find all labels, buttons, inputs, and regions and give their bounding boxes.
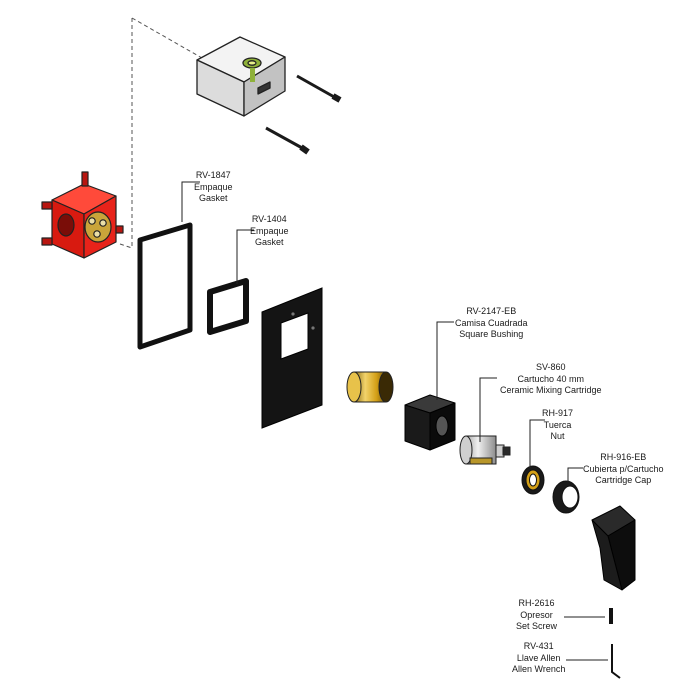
part-code: RV-1404	[251, 214, 287, 224]
lever-handle	[591, 505, 636, 591]
part-name-spanish: Empaque	[194, 181, 233, 192]
part-name-english: Nut	[550, 431, 565, 441]
part-code: RH-2616	[518, 598, 555, 608]
part-code: RV-1847	[195, 170, 231, 180]
square-bushing	[404, 394, 456, 451]
label-rv-2147-eb: RV-2147-EB Camisa Cuadrada Square Bushin…	[455, 306, 528, 341]
label-rh-2616: RH-2616 Opresor Set Screw	[516, 598, 557, 633]
label-rv-1847: RV-1847 Empaque Gasket	[194, 170, 233, 205]
trim-faceplate	[261, 287, 323, 429]
cartridge-cap	[552, 480, 580, 514]
part-name-spanish: Camisa Cuadrada	[455, 317, 528, 328]
part-name-spanish: Cubierta p/Cartucho	[583, 463, 664, 474]
part-name-spanish: Opresor	[520, 609, 553, 620]
leader-lines	[181, 181, 608, 661]
part-code: RV-431	[523, 641, 554, 651]
part-name-english: Square Bushing	[459, 329, 524, 339]
screw-lower	[265, 126, 310, 155]
part-name-english: Set Screw	[516, 621, 558, 631]
gasket-rv-1404	[207, 278, 249, 335]
valve-body	[41, 171, 124, 259]
label-rh-917: RH-917 Tuerca Nut	[542, 408, 573, 443]
part-code: RH-917	[542, 408, 574, 418]
alignment-guide	[119, 17, 203, 249]
part-name-english: Gasket	[255, 237, 284, 247]
brass-sleeve	[346, 371, 394, 403]
part-name-spanish: Cartucho 40 mm	[517, 373, 585, 384]
part-name-english: Cartridge Cap	[595, 475, 652, 485]
label-rh-916-eb: RH-916-EB Cubierta p/Cartucho Cartridge …	[583, 452, 664, 487]
gasket-rv-1847	[137, 222, 193, 350]
part-code: RH-916-EB	[600, 452, 647, 462]
part-name-english: Allen Wrench	[512, 664, 566, 674]
part-name-spanish: Empaque	[250, 225, 289, 236]
ceramic-mixing-cartridge	[459, 435, 511, 465]
part-code: RV-2147-EB	[466, 306, 517, 316]
part-name-spanish: Llave Allen	[516, 652, 561, 663]
part-name-spanish: Tuerca	[543, 419, 572, 430]
label-rv-431: RV-431 Llave Allen Allen Wrench	[512, 641, 565, 676]
part-name-english: Gasket	[199, 193, 228, 203]
part-name-english: Ceramic Mixing Cartridge	[500, 385, 602, 395]
part-code: SV-860	[536, 362, 566, 372]
trim-sleeve-cube	[196, 36, 286, 117]
allen-wrench	[611, 644, 621, 679]
nut	[521, 465, 545, 495]
screw-upper	[296, 74, 342, 103]
label-rv-1404: RV-1404 Empaque Gasket	[250, 214, 289, 249]
label-sv-860: SV-860 Cartucho 40 mm Ceramic Mixing Car…	[500, 362, 602, 397]
